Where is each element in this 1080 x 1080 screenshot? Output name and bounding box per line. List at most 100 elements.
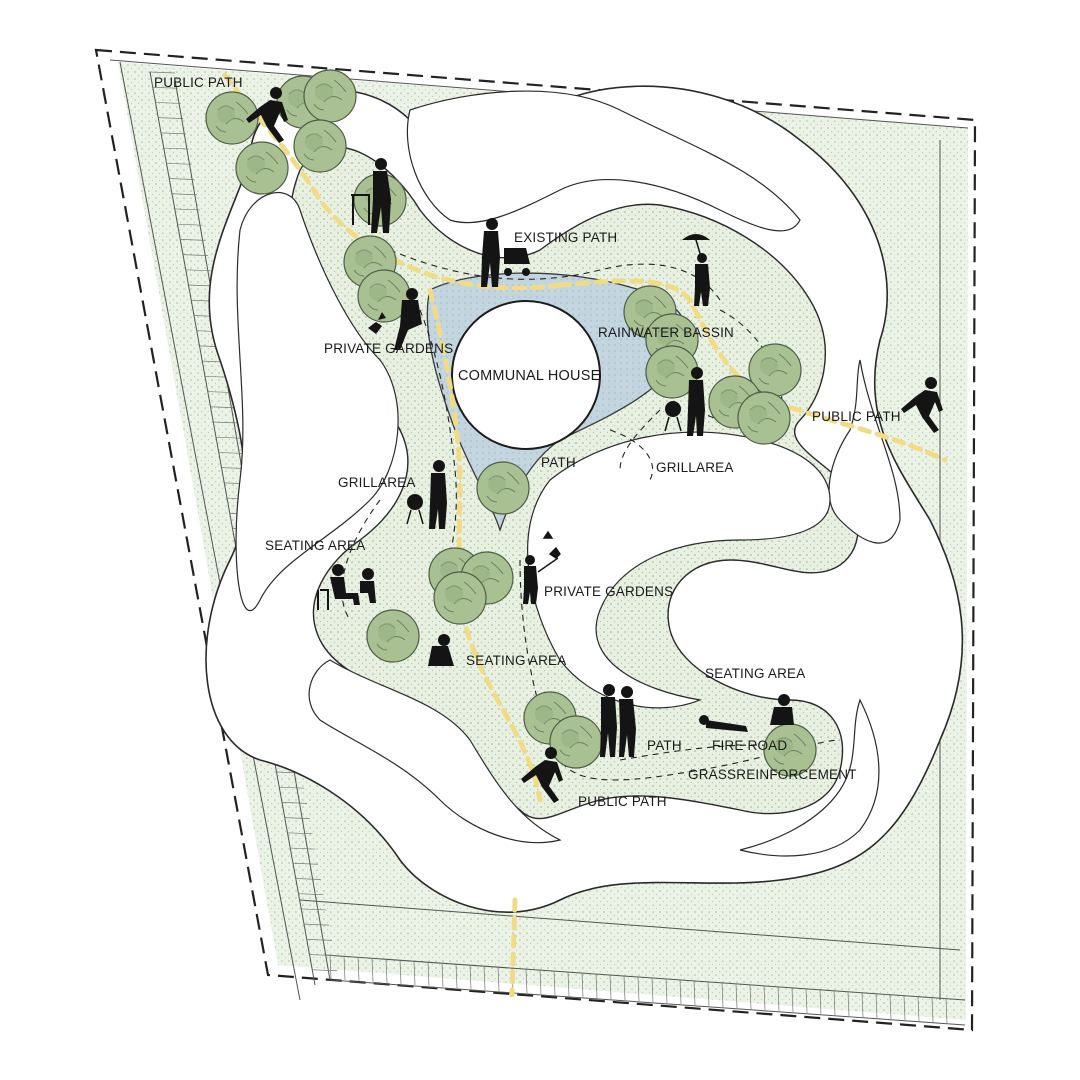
parking-stall-line: [149, 71, 176, 74]
parking-stall-line: [791, 987, 794, 1013]
person-grilling-icon: [664, 367, 705, 436]
parking-stall-line: [171, 193, 198, 196]
parking-stall-line: [735, 983, 738, 1009]
parking-stall-line: [301, 908, 327, 911]
parking-stall-line: [749, 984, 752, 1010]
silhouettes: [246, 87, 943, 803]
parking-stall-line: [284, 817, 310, 819]
parking-stall-line: [303, 923, 330, 926]
label-public-path-s: PUBLIC PATH: [578, 794, 667, 809]
label-existing-path: EXISTING PATH: [514, 230, 617, 245]
label-communal-house: COMMUNAL HOUSE: [458, 368, 601, 384]
parking-stall-line: [152, 86, 178, 89]
parking-stall-line: [182, 254, 209, 256]
label-rainwater-bassin: RAINWATER BASSIN: [598, 325, 734, 340]
parking-stall-line: [210, 406, 236, 409]
parking-stall-line: [777, 986, 780, 1012]
parking-stall-line: [427, 961, 430, 987]
parking-stall-line: [581, 972, 584, 998]
lot-southeast: [739, 698, 880, 857]
parking-stall-line: [207, 391, 233, 393]
parking-stall-line: [357, 956, 360, 982]
person-with-umbrella-icon: [682, 234, 710, 306]
parking-stalls: [149, 71, 948, 1024]
person-running-icon: [246, 87, 288, 143]
parking-stall-line: [525, 968, 528, 994]
parking-stall-line: [292, 862, 319, 865]
parking-stall-line: [160, 132, 187, 135]
label-seating-area-w: SEATING AREA: [265, 538, 365, 553]
parking-stall-line: [155, 102, 181, 104]
parking-stall-line: [180, 239, 206, 241]
people-seated-icon: [317, 564, 376, 610]
parking-stall-line: [553, 970, 556, 996]
parking-stall-line: [185, 269, 211, 272]
parking-stall-line: [312, 969, 338, 972]
label-grass-reinforcement: GRASSREINFORCEMENT: [688, 767, 857, 782]
parking-stall-line: [819, 989, 822, 1015]
parking-stall-line: [651, 977, 654, 1003]
person-grilling-icon: [406, 460, 447, 529]
parking-stall-line: [329, 954, 332, 980]
plan-labels: PUBLIC PATH EXISTING PATH RAINWATER BASS…: [154, 75, 901, 809]
parking-stall-line: [371, 957, 374, 983]
parking-stall-line: [917, 996, 920, 1022]
parking-stall-line: [215, 436, 242, 439]
parking-stall-line: [567, 971, 570, 997]
parking-stall-line: [875, 993, 878, 1019]
parking-stall-line: [721, 982, 724, 1008]
person-gardening-icon: [368, 288, 422, 350]
parking-stall-line: [679, 979, 682, 1005]
communal-house: [451, 300, 601, 450]
parking-stall-line: [166, 162, 192, 165]
lot-south: [308, 659, 562, 844]
lot-north: [406, 90, 801, 232]
parking-stall-line: [441, 962, 444, 988]
people-lounging-icon: [699, 694, 794, 732]
parking-stall-line: [298, 893, 324, 896]
parking-stall-line: [213, 421, 239, 424]
parking-stall-line: [287, 832, 313, 835]
lot-west: [235, 192, 399, 612]
label-seating-area-s: SEATING AREA: [466, 653, 566, 668]
label-path-s: PATH: [647, 738, 682, 753]
parking-stall-line: [497, 966, 500, 992]
label-grillarea-w: GRILLAREA: [338, 475, 416, 490]
parking-stall-line: [763, 985, 766, 1011]
parking-stall-line: [174, 208, 200, 211]
parking-stall-line: [306, 939, 332, 941]
label-public-path-e: PUBLIC PATH: [812, 409, 901, 424]
parking-stall-line: [903, 995, 906, 1021]
parking-stall-line: [861, 992, 864, 1018]
parking-stall-line: [833, 990, 836, 1016]
parking-stall-line: [539, 969, 542, 995]
parking-stall-line: [945, 998, 948, 1024]
label-grillarea-e: GRILLAREA: [656, 460, 734, 475]
person-with-stroller-icon: [481, 218, 530, 287]
parking-stall-line: [889, 994, 892, 1020]
label-private-gardens-nw: PRIVATE GARDENS: [324, 341, 453, 356]
parking-stall-line: [707, 981, 710, 1007]
person-running-icon: [901, 377, 943, 433]
label-fire-road: FIRE ROAD: [712, 738, 787, 753]
label-path-center: PATH: [541, 455, 576, 470]
parking-stall-line: [931, 997, 934, 1023]
parking-stall-line: [847, 991, 850, 1017]
parking-stall-line: [177, 223, 203, 226]
parking-stall-line: [281, 802, 308, 804]
parking-stall-line: [665, 978, 668, 1004]
parking-stall-line: [218, 452, 244, 454]
label-seating-area-se: SEATING AREA: [705, 666, 805, 681]
person-with-walker-icon: [351, 158, 391, 233]
parking-stall-line: [385, 958, 388, 984]
parking-stall-line: [290, 847, 316, 850]
parking-stall-line: [609, 974, 612, 1000]
label-public-path-nw: PUBLIC PATH: [154, 75, 243, 90]
parking-stall-line: [693, 980, 696, 1006]
parking-stall-line: [483, 965, 486, 991]
parking-stall-line: [158, 117, 184, 119]
parking-stall-line: [279, 786, 305, 789]
couple-walking-icon: [600, 684, 636, 757]
label-private-gardens-s: PRIVATE GARDENS: [544, 584, 673, 599]
